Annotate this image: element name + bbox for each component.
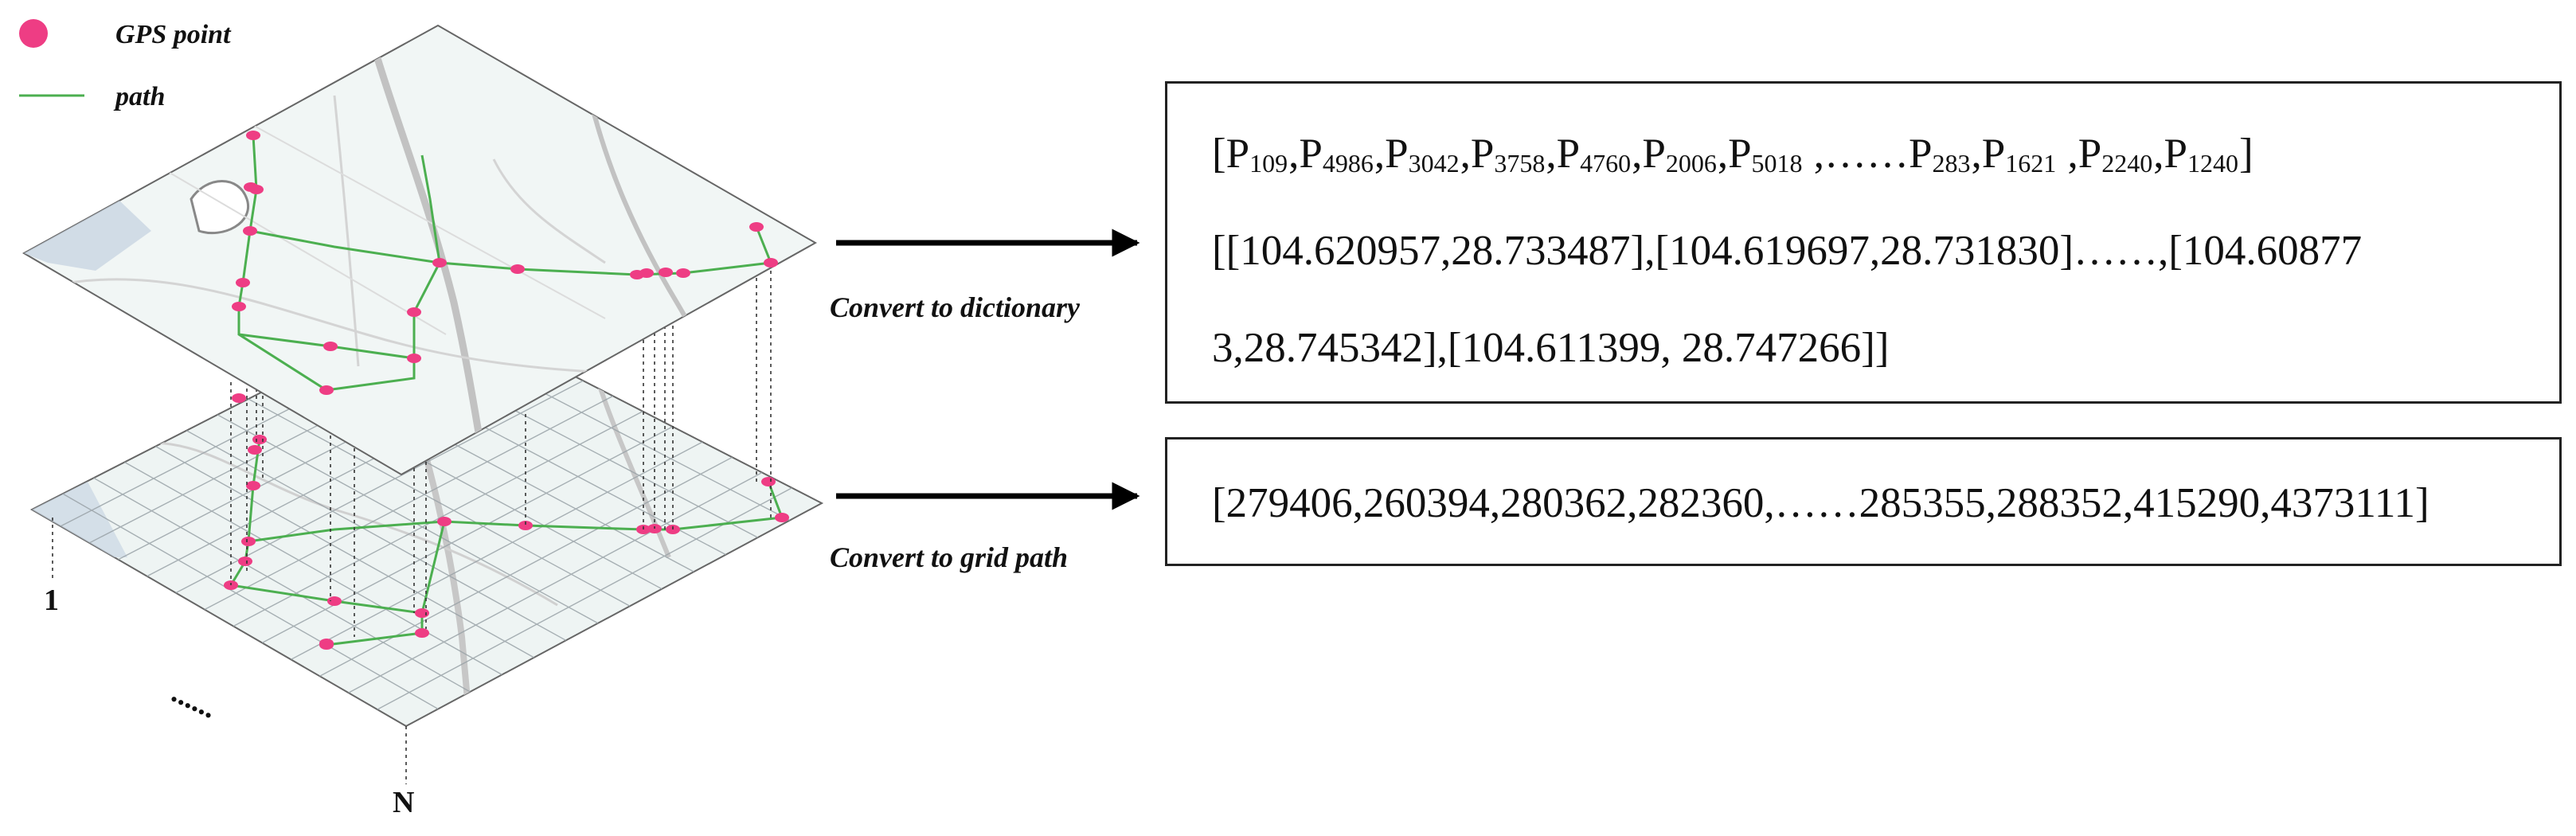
gps-point-marker (246, 131, 260, 140)
gps-point-marker (246, 481, 260, 490)
gps-point-marker (518, 521, 533, 530)
point-id: P2240 (2078, 131, 2153, 178)
gps-point-marker (775, 513, 789, 522)
layer-first-index: 1 (44, 584, 59, 617)
road-map-layer (21, 24, 818, 476)
grid-line (319, 456, 733, 677)
gps-point-marker (232, 302, 246, 311)
point-id: P5018 (1728, 131, 1803, 178)
layer-last-index: N (393, 786, 414, 819)
point-id: P1240 (2164, 131, 2238, 178)
point-id: P109 (1225, 131, 1288, 178)
gps-point-marker (243, 226, 257, 236)
grid-line (155, 446, 534, 658)
convert-to-dictionary-label: Convert to dictionary (830, 291, 1081, 323)
convert-to-dictionary-arrow: Convert to dictionary (830, 229, 1140, 323)
gps-point-marker (639, 268, 654, 278)
gps-point-marker (238, 557, 252, 566)
grid-line (93, 477, 471, 693)
gps-point-marker (236, 278, 250, 287)
grid-line (62, 493, 439, 710)
gps-point-marker (659, 268, 673, 277)
point-id: P4760 (1556, 131, 1632, 178)
point-id: P283 (1909, 131, 1971, 178)
coordinates-line-2: 3,28.745342],[104.611399, 28.747266]] (1212, 325, 1890, 371)
point-id: P2006 (1642, 131, 1717, 178)
grid-line (233, 410, 643, 627)
grid-line (291, 441, 703, 660)
point-id: P4986 (1299, 131, 1374, 178)
path-segment (326, 358, 416, 392)
gps-point-marker (241, 537, 256, 546)
point-sequence: [P109,P4986,P3042,P3758,P4760,P2006,P501… (1212, 131, 2254, 178)
path-segment (238, 226, 773, 360)
gps-point-marker (248, 445, 262, 455)
dictionary-output-box: [P109,P4986,P3042,P3758,P4760,P2006,P501… (1165, 81, 2562, 404)
gps-point-marker (319, 639, 334, 648)
grid-line (217, 414, 599, 624)
gps-point-marker (327, 596, 342, 606)
gps-point-marker (749, 222, 764, 232)
path-segment (420, 154, 441, 264)
grid-line (186, 430, 567, 641)
gps-point-marker (407, 307, 421, 317)
path-segment (249, 229, 440, 264)
legend: GPS point path (19, 19, 232, 111)
legend-gps-point-label: GPS point (115, 20, 232, 49)
coordinates-line-1: [[104.620957,28.733487],[104.619697,28.7… (1212, 228, 2363, 274)
gps-point-marker (437, 517, 451, 526)
grid-line (261, 426, 674, 644)
grid-path-output-box: [279406,260394,280362,282360,……285355,28… (1165, 437, 2562, 566)
gps-point-marker (415, 608, 429, 618)
gps-point-marker (319, 385, 334, 395)
gps-point-marker (415, 628, 429, 638)
point-id: P3758 (1470, 131, 1546, 178)
gps-point-marker (510, 264, 525, 274)
point-id: P3042 (1385, 131, 1460, 178)
gps-point-marker (761, 477, 776, 486)
gps-point-marker (764, 258, 778, 268)
grid-line (248, 398, 631, 607)
grid-line (348, 471, 763, 693)
grid-path-sequence: [279406,260394,280362,282360,……285355,28… (1212, 480, 2429, 526)
gps-point-marker (407, 354, 421, 363)
gps-point-marker (232, 393, 246, 403)
convert-to-grid-arrow: Convert to grid path (830, 482, 1140, 573)
legend-path-label: path (113, 82, 165, 111)
gps-point-marker (252, 435, 267, 444)
gps-point-marker (432, 258, 447, 268)
point-id: P1621 (1981, 131, 2057, 178)
gps-point-marker (676, 268, 690, 278)
layer-ellipsis: ...... (166, 676, 221, 725)
gps-point-legend-icon (19, 19, 48, 48)
convert-to-grid-label: Convert to grid path (830, 541, 1068, 573)
grid-line (124, 461, 502, 675)
gps-point-marker (244, 182, 258, 192)
path-segment (248, 520, 445, 543)
gps-point-marker (323, 342, 338, 351)
grid-line (204, 395, 614, 611)
